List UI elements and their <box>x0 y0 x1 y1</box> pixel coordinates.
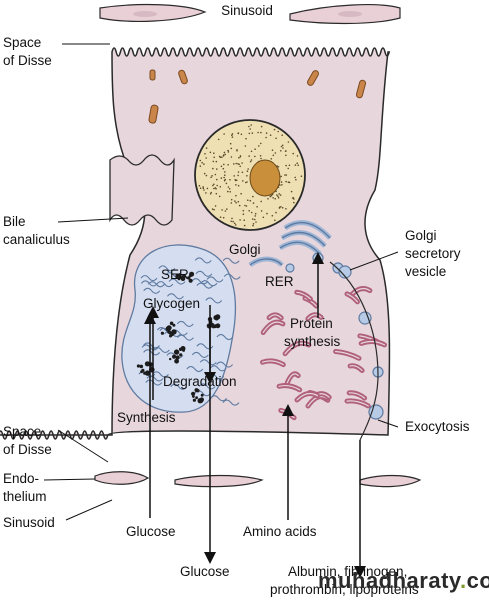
watermark-dot: . <box>460 568 467 593</box>
label-space-of-disse-top-line2: of Disse <box>3 53 52 68</box>
label-bile-canaliculus-line1: Bile <box>3 214 26 229</box>
vesicle <box>368 404 384 420</box>
label-golgi-secretory-vesicle-line2: secretory <box>405 246 461 261</box>
mitochondrion <box>307 70 319 86</box>
label-space-of-disse-top-line1: Space <box>3 35 42 50</box>
label-degradation: Degradation <box>163 374 237 389</box>
rough-endoplasmic-reticulum <box>260 286 387 421</box>
label-sinusoid-bottom: Sinusoid <box>3 515 55 530</box>
watermark-tail: com <box>466 568 489 593</box>
endothelial-cell-bottom-left <box>94 471 150 485</box>
watermark-main: muhadharaty <box>318 568 461 593</box>
vesicle <box>338 265 352 279</box>
label-glucose-in: Glucose <box>126 524 176 539</box>
label-bile-canaliculus-line2: canaliculus <box>3 232 70 247</box>
label-exocytosis: Exocytosis <box>405 419 470 434</box>
label-glycogen: Glycogen <box>143 296 201 311</box>
label-proteins-out-line2: prothrombin, lipoproteins <box>270 582 419 597</box>
mitochondrion <box>149 69 156 81</box>
label-endothelium-line2: thelium <box>3 489 47 504</box>
label-proteins-out-line1: Albumin, fibrinogen, <box>288 564 408 579</box>
label-protein-synthesis-line1: Protein <box>290 316 333 331</box>
label-ser: SER <box>161 267 189 282</box>
flow-arrows <box>144 252 366 578</box>
vesicle-path <box>329 261 379 441</box>
label-golgi: Golgi <box>229 242 261 257</box>
label-glucose-out: Glucose <box>180 564 230 579</box>
label-space-of-disse-bottom-line1: Space <box>3 424 42 439</box>
mitochondria <box>148 69 367 124</box>
label-amino-acids: Amino acids <box>243 524 317 539</box>
label-leader-lines <box>43 43 399 521</box>
label-protein-synthesis-line2: synthesis <box>284 334 341 349</box>
bottom-endothelium <box>94 471 422 488</box>
label-sinusoid-top: Sinusoid <box>221 3 273 18</box>
endothelial-cell-bottom-mid <box>174 474 264 488</box>
nucleolus <box>249 159 281 197</box>
vesicle <box>358 311 372 325</box>
top-endothelium <box>99 3 401 25</box>
mitochondrion <box>148 104 159 124</box>
label-space-of-disse-bottom-line2: of Disse <box>3 442 52 457</box>
mitochondrion <box>178 69 188 85</box>
endothelial-cell-bottom-right <box>359 474 422 488</box>
mitochondrion <box>355 79 367 99</box>
label-golgi-secretory-vesicle-line1: Golgi <box>405 228 437 243</box>
vesicle <box>285 263 295 273</box>
label-golgi-secretory-vesicle-line3: vesicle <box>405 264 447 279</box>
label-synthesis: Synthesis <box>117 410 176 425</box>
bile-canaliculus <box>109 154 175 226</box>
golgi-apparatus <box>248 220 332 268</box>
label-rer: RER <box>265 274 294 289</box>
nucleus <box>194 119 306 231</box>
label-endothelium-line1: Endo- <box>3 471 40 486</box>
watermark: muhadharaty.com <box>318 568 489 594</box>
